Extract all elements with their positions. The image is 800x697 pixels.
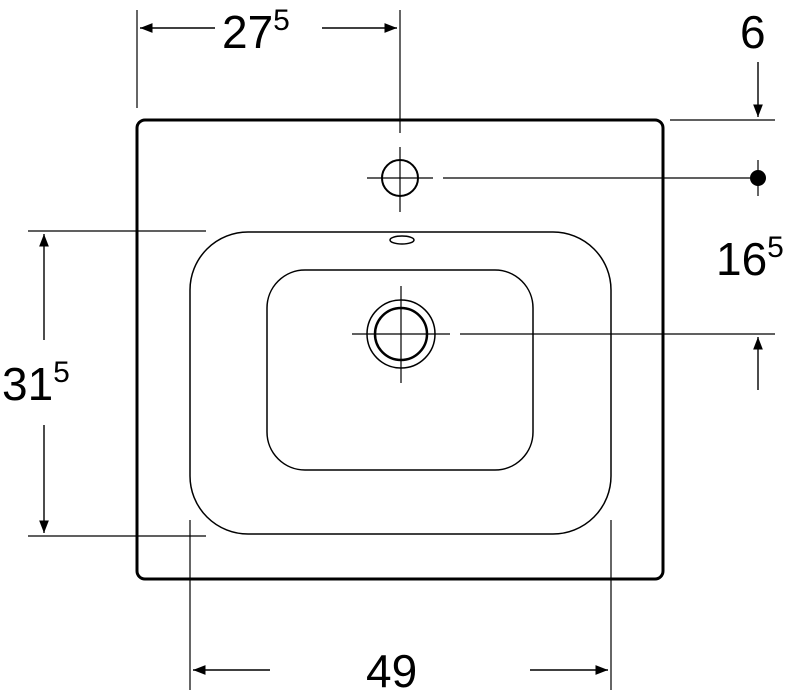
dimension-arrows [39, 23, 763, 675]
tap-center-marker-icon [750, 160, 766, 196]
dim-label-bowl-depth: 315 [2, 356, 70, 410]
dim-label-bowl-width: 49 [366, 645, 417, 692]
extension-lines [28, 10, 775, 690]
dim-label-tap-offset: 275 [222, 4, 290, 58]
drain-icon [352, 286, 450, 383]
dim-label-back-to-tap: 6 [740, 6, 766, 58]
bowl-outer [189, 231, 612, 535]
overflow-slot [389, 235, 415, 245]
tap-hole-icon [367, 147, 433, 212]
dim-label-tap-to-drain: 165 [716, 231, 784, 285]
bowl-inner [266, 269, 534, 471]
